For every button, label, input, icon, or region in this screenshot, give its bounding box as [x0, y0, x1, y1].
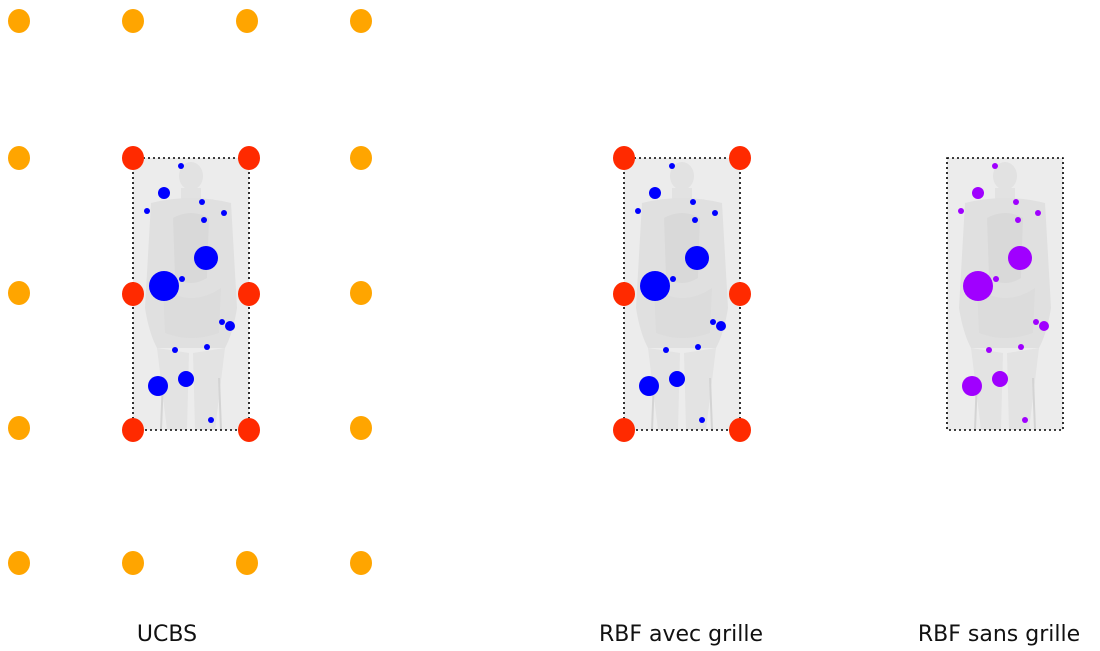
control-point: [729, 146, 751, 170]
landmark-point: [1035, 210, 1041, 216]
caption-ucbs: UCBS: [136, 622, 198, 647]
landmark-point: [695, 344, 701, 350]
landmark-point: [958, 208, 964, 214]
grid-point: [122, 9, 144, 33]
control-point: [122, 282, 144, 306]
control-point: [238, 146, 260, 170]
landmark-point: [699, 417, 705, 423]
grid-point: [122, 551, 144, 575]
grid-point: [8, 551, 30, 575]
panel-ucbs: [132, 157, 250, 431]
landmark-point: [963, 271, 993, 301]
landmark-point: [640, 271, 670, 301]
landmark-point: [716, 321, 726, 331]
landmark-point: [225, 321, 235, 331]
landmark-point: [962, 376, 982, 396]
bounding-frame: [946, 157, 1064, 431]
landmark-point: [669, 163, 675, 169]
control-point: [729, 418, 751, 442]
landmark-point: [208, 417, 214, 423]
landmark-point: [1039, 321, 1049, 331]
landmark-point: [199, 199, 205, 205]
landmark-point: [1013, 199, 1019, 205]
landmark-point: [710, 319, 716, 325]
landmark-point: [148, 376, 168, 396]
caption-rbf-avec-grille: RBF avec grille: [598, 622, 764, 647]
landmark-point: [992, 371, 1008, 387]
landmark-point: [1022, 417, 1028, 423]
landmark-point: [172, 347, 178, 353]
grid-point: [8, 281, 30, 305]
landmark-point: [178, 371, 194, 387]
landmark-point: [1018, 344, 1024, 350]
landmark-point: [144, 208, 150, 214]
landmark-point: [201, 217, 207, 223]
landmark-point: [194, 246, 218, 270]
control-point: [238, 282, 260, 306]
landmark-point: [972, 187, 984, 199]
landmark-point: [669, 371, 685, 387]
panel-rbf-no-grid: [946, 157, 1064, 431]
grid-point: [350, 9, 372, 33]
landmark-point: [179, 276, 185, 282]
landmark-point: [1008, 246, 1032, 270]
grid-point: [8, 146, 30, 170]
grid-point: [236, 551, 258, 575]
control-point: [613, 418, 635, 442]
caption-rbf-sans-grille: RBF sans grille: [917, 622, 1081, 647]
grid-point: [8, 9, 30, 33]
control-point: [729, 282, 751, 306]
grid-point: [350, 551, 372, 575]
landmark-point: [219, 319, 225, 325]
landmark-point: [692, 217, 698, 223]
grid-point: [236, 9, 258, 33]
landmark-point: [639, 376, 659, 396]
control-point: [238, 418, 260, 442]
landmark-point: [670, 276, 676, 282]
landmark-point: [993, 276, 999, 282]
landmark-point: [649, 187, 661, 199]
landmark-point: [690, 199, 696, 205]
landmark-point: [158, 187, 170, 199]
control-point: [122, 146, 144, 170]
landmark-point: [986, 347, 992, 353]
control-point: [613, 282, 635, 306]
landmark-point: [204, 344, 210, 350]
landmark-point: [685, 246, 709, 270]
grid-point: [350, 416, 372, 440]
landmark-point: [149, 271, 179, 301]
landmark-point: [712, 210, 718, 216]
control-point: [122, 418, 144, 442]
landmark-point: [992, 163, 998, 169]
landmark-point: [1015, 217, 1021, 223]
landmark-point: [635, 208, 641, 214]
control-point: [613, 146, 635, 170]
landmark-point: [178, 163, 184, 169]
landmark-point: [663, 347, 669, 353]
landmark-point: [1033, 319, 1039, 325]
landmark-point: [221, 210, 227, 216]
grid-point: [350, 146, 372, 170]
panel-rbf-grid: [623, 157, 741, 431]
grid-point: [350, 281, 372, 305]
grid-point: [8, 416, 30, 440]
